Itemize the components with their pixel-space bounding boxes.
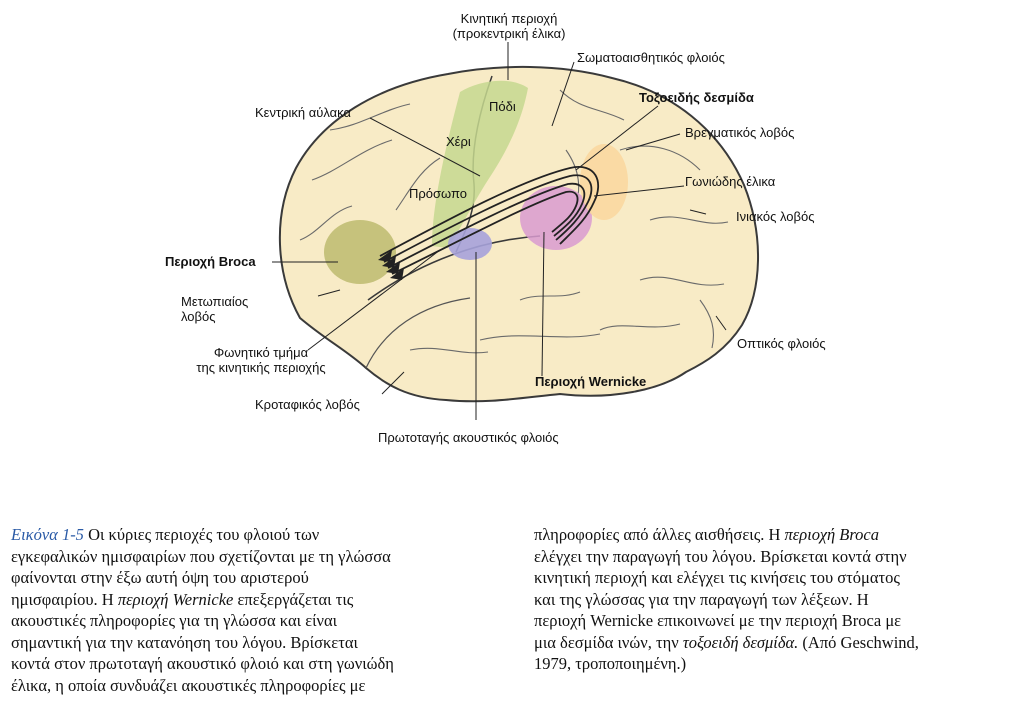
caption-line: περιοχή Wernicke επικοινωνεί με την περι… xyxy=(534,610,1018,632)
label-hand: Χέρι xyxy=(446,134,471,149)
broca-area xyxy=(324,220,396,284)
label-temporal-lobe: Κροταφικός λοβός xyxy=(255,397,360,412)
caption-text: επεξεργάζεται τις xyxy=(233,589,354,609)
caption-text: 1979, τροποποιημένη.) xyxy=(534,654,687,673)
label-somatosensory-cortex: Σωματοαισθητικός φλοιός xyxy=(577,50,725,65)
label-motor-area: Κινητική περιοχή(προκεντρική έλικα) xyxy=(449,11,569,41)
label-frontal-lobe-line2: λοβός xyxy=(181,309,216,324)
label-arcuate-fasciculus: Τοξοειδής δεσμίδα xyxy=(639,90,754,105)
caption-line: πληροφορίες από άλλες αισθήσεις. Η περιο… xyxy=(534,524,1018,546)
label-central-sulcus: Κεντρική αύλακα xyxy=(255,105,352,120)
caption-line: ημισφαιρίου. Η περιοχή Wernicke επεξεργά… xyxy=(11,589,491,611)
caption-term: περιοχή Wernicke xyxy=(117,589,234,609)
caption-left-column: Εικόνα 1-5 Οι κύριες περιοχές του φλοιού… xyxy=(11,524,491,696)
label-broca-area: Περιοχή Broca xyxy=(165,254,256,269)
caption-text: σημαντική για την κατανόηση του λόγου. Β… xyxy=(11,632,358,652)
label-motor-area-line2: (προκεντρική έλικα) xyxy=(452,26,566,41)
caption-line: εγκεφαλικών ημισφαιρίων που σχετίζονται … xyxy=(11,546,491,568)
label-parietal-lobe: Βρεγματικός λοβός xyxy=(685,125,795,140)
label-visual-cortex: Οπτικός φλοιός xyxy=(737,336,826,351)
brain-figure: Κινητική περιοχή(προκεντρική έλικα) Σωμα… xyxy=(165,11,826,445)
caption-text: μια δεσμίδα ινών, την xyxy=(534,632,683,652)
label-vocal-line1: Φωνητικό τμήμα xyxy=(213,345,309,360)
motor-area xyxy=(432,80,528,248)
caption-line: ακουστικές πληροφορίες για τη γλώσσα και… xyxy=(11,610,491,632)
caption-text: εγκεφαλικών ημισφαιρίων που σχετίζονται … xyxy=(11,546,391,566)
auditory-cortex xyxy=(448,228,492,260)
label-face: Πρόσωπο xyxy=(409,186,468,201)
caption-right-column: πληροφορίες από άλλες αισθήσεις. Η περιο… xyxy=(534,524,1018,675)
label-angular-gyrus: Γωνιώδης έλικα xyxy=(685,174,776,189)
figure-number: Εικόνα 1-5 xyxy=(11,525,84,544)
label-leg: Πόδι xyxy=(489,99,516,114)
caption-line: ελέγχει την παραγωγή του λόγου. Βρίσκετα… xyxy=(534,546,1018,568)
caption-line: Εικόνα 1-5 Οι κύριες περιοχές του φλοιού… xyxy=(11,524,491,546)
label-primary-auditory-cortex: Πρωτοταγής ακουστικός φλοιός xyxy=(378,430,559,445)
angular-gyrus xyxy=(580,144,628,220)
caption-line: κινητική περιοχή και ελέγχει τις κινήσει… xyxy=(534,567,1018,589)
label-vocal-line2: της κινητικής περιοχής xyxy=(196,360,326,375)
caption-line: μια δεσμίδα ινών, την τοξοειδή δεσμίδα. … xyxy=(534,632,1018,654)
caption-term: τοξοειδή δεσμίδα. xyxy=(682,632,799,652)
brain-diagram xyxy=(272,42,760,420)
caption-line: σημαντική για την κατανόηση του λόγου. Β… xyxy=(11,632,491,654)
label-occipital-lobe: Ινιακός λοβός xyxy=(736,209,815,224)
caption-text: περιοχή Wernicke επικοινωνεί με την περι… xyxy=(534,611,902,630)
arcuate-fasciculus xyxy=(379,166,599,275)
caption-text: κινητική περιοχή και ελέγχει τις κινήσει… xyxy=(534,568,900,587)
caption-text: ημισφαιρίου. Η xyxy=(11,589,118,609)
caption-line: φαίνονται στην έξω αυτή όψη του αριστερο… xyxy=(11,567,491,589)
caption-text: ακουστικές πληροφορίες για τη γλώσσα και… xyxy=(11,611,338,630)
leader-lines xyxy=(272,42,727,420)
caption-line: και της γλώσσας για την παραγωγή των λέξ… xyxy=(534,589,1018,611)
sylvian-fissure xyxy=(367,235,541,301)
caption-text: πληροφορίες από άλλες αισθήσεις. Η xyxy=(534,525,785,544)
gyri-lines xyxy=(299,89,729,354)
caption-text: και της γλώσσας για την παραγωγή των λέξ… xyxy=(534,589,869,609)
caption-text: κοντά στον πρωτοταγή ακουστικό φλοιό και… xyxy=(11,654,394,673)
caption-line: κοντά στον πρωτοταγή ακουστικό φλοιό και… xyxy=(11,653,491,675)
caption-term: περιοχή Broca xyxy=(784,525,879,544)
arcuate-arrowheads xyxy=(378,250,404,280)
label-wernicke-area: Περιοχή Wernicke xyxy=(535,374,647,389)
label-motor-area-line1: Κινητική περιοχή xyxy=(460,11,558,26)
caption-text: (Από Geschwind, xyxy=(798,632,919,652)
caption-text: ελέγχει την παραγωγή του λόγου. Βρίσκετα… xyxy=(534,546,907,566)
caption-text: έλικα, η οποία συνδυάζει ακουστικές πληρ… xyxy=(11,675,366,695)
caption-text: Οι κύριες περιοχές του φλοιού των xyxy=(83,525,320,544)
caption-text: φαίνονται στην έξω αυτή όψη του αριστερο… xyxy=(11,568,309,587)
caption-line: 1979, τροποποιημένη.) xyxy=(534,653,1018,675)
brain-outline xyxy=(278,65,760,403)
label-frontal-lobe-line1: Μετωπιαίος xyxy=(181,294,249,309)
temporal-fold xyxy=(365,297,471,369)
caption-line: έλικα, η οποία συνδυάζει ακουστικές πληρ… xyxy=(11,675,491,697)
